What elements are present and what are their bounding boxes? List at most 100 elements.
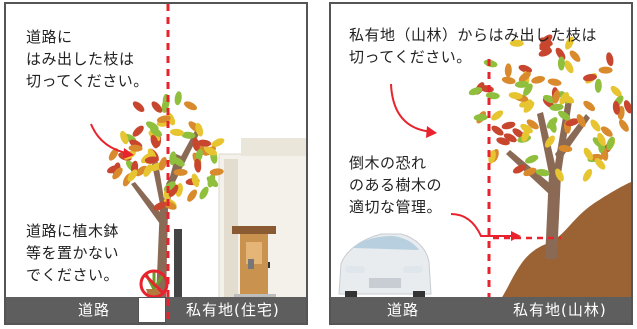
leaf [546, 117, 558, 129]
leaf [150, 134, 159, 149]
leaf [523, 167, 537, 177]
ground-label-private: 私有地(住宅) [186, 301, 280, 319]
leaf [526, 119, 539, 130]
left-scene [90, 4, 306, 300]
leaf [503, 133, 517, 143]
leaf [509, 39, 524, 47]
leaf [535, 168, 550, 177]
leaf [540, 34, 553, 45]
leaf [582, 168, 593, 182]
leaf [552, 90, 561, 104]
leaf [523, 83, 533, 96]
left-panel: 道路に はみ出した枝は 切ってください。 道路に植木鉢 等を置かない でください… [4, 2, 308, 325]
leaf [557, 56, 565, 71]
leaf [512, 164, 526, 174]
leaf [512, 128, 525, 139]
fence-post [174, 229, 182, 299]
leaf [135, 165, 148, 177]
right-scene [338, 34, 631, 323]
caption-branches: 道路に はみ出した枝は 切ってください。 [26, 28, 149, 90]
left-boundary-overlay [166, 299, 170, 323]
leaf [184, 101, 197, 111]
ground-label-road: 道路 [78, 301, 111, 319]
leaf [576, 114, 586, 128]
caption-tree-management: 倒木の恐れ のある樹木の 適切な管理。 [349, 154, 443, 216]
leaf [128, 144, 143, 152]
leaf [204, 146, 218, 156]
leaf [127, 169, 138, 182]
ground-label-road: 道路 [387, 301, 420, 319]
tree-icon [468, 34, 631, 259]
leaf [166, 112, 176, 126]
leaf [197, 139, 212, 147]
leaf [564, 60, 574, 74]
leaf [194, 158, 202, 173]
leaf [558, 145, 573, 153]
leaf [144, 156, 159, 164]
curb-block [138, 297, 166, 323]
leaf [496, 137, 510, 146]
leaf [565, 36, 574, 50]
leaf [501, 76, 516, 85]
leaf [583, 73, 597, 82]
leaf [491, 110, 504, 121]
ground-strip: 道路 私有地(山林) [331, 297, 631, 323]
leaf [583, 147, 594, 161]
caption-forest-branches: 私有地（山林）からはみ出した枝は 切ってください。 [349, 26, 598, 66]
leaf [547, 78, 562, 86]
leaf [623, 100, 631, 114]
leaf [514, 80, 529, 88]
leaf [132, 101, 145, 112]
leaf [468, 87, 483, 96]
leaf [174, 91, 182, 106]
leaf [583, 100, 596, 112]
leaf [170, 128, 184, 136]
leaf [132, 125, 144, 137]
arrow-icon [390, 83, 434, 133]
leaf [149, 126, 163, 137]
leaf [187, 189, 198, 202]
leaf [558, 110, 571, 121]
leaf [569, 50, 581, 62]
leaf [610, 85, 622, 97]
leaf [151, 101, 163, 113]
leaf [598, 66, 613, 74]
leaf [531, 76, 545, 84]
caption-no-pots: 道路に植木鉢 等を置かない でください。 [26, 222, 120, 284]
leaf [112, 167, 123, 180]
leaf [504, 63, 512, 78]
ground-strip: 道路 私有地(住宅) [6, 297, 306, 323]
leaf [120, 130, 129, 145]
leaf [523, 101, 535, 113]
leaf [606, 52, 614, 67]
leaf [168, 184, 179, 197]
leaf [606, 136, 615, 150]
leaf [555, 47, 566, 61]
leaf [549, 103, 564, 111]
leaf [158, 156, 167, 171]
leaf [192, 137, 200, 152]
leaf [172, 156, 185, 167]
arrow-icon-2 [450, 213, 517, 237]
leaf [508, 92, 523, 100]
leaf [518, 64, 533, 73]
leaf [600, 126, 613, 137]
leaf [565, 118, 580, 127]
ground-label-forest: 私有地(山林) [513, 301, 607, 319]
leaf [594, 78, 602, 93]
leaf [206, 176, 219, 188]
leaf [483, 59, 498, 68]
leaf [209, 168, 224, 176]
leaf [143, 164, 153, 177]
leaf [597, 132, 606, 147]
leaf [618, 119, 629, 132]
leaf [520, 123, 533, 134]
leaf [559, 92, 569, 105]
leaf [191, 173, 200, 188]
leaf [173, 168, 188, 176]
house-icon [218, 138, 306, 300]
leaf [594, 157, 606, 170]
leaf [485, 92, 500, 100]
leaf [195, 122, 204, 137]
leaf [544, 135, 555, 148]
